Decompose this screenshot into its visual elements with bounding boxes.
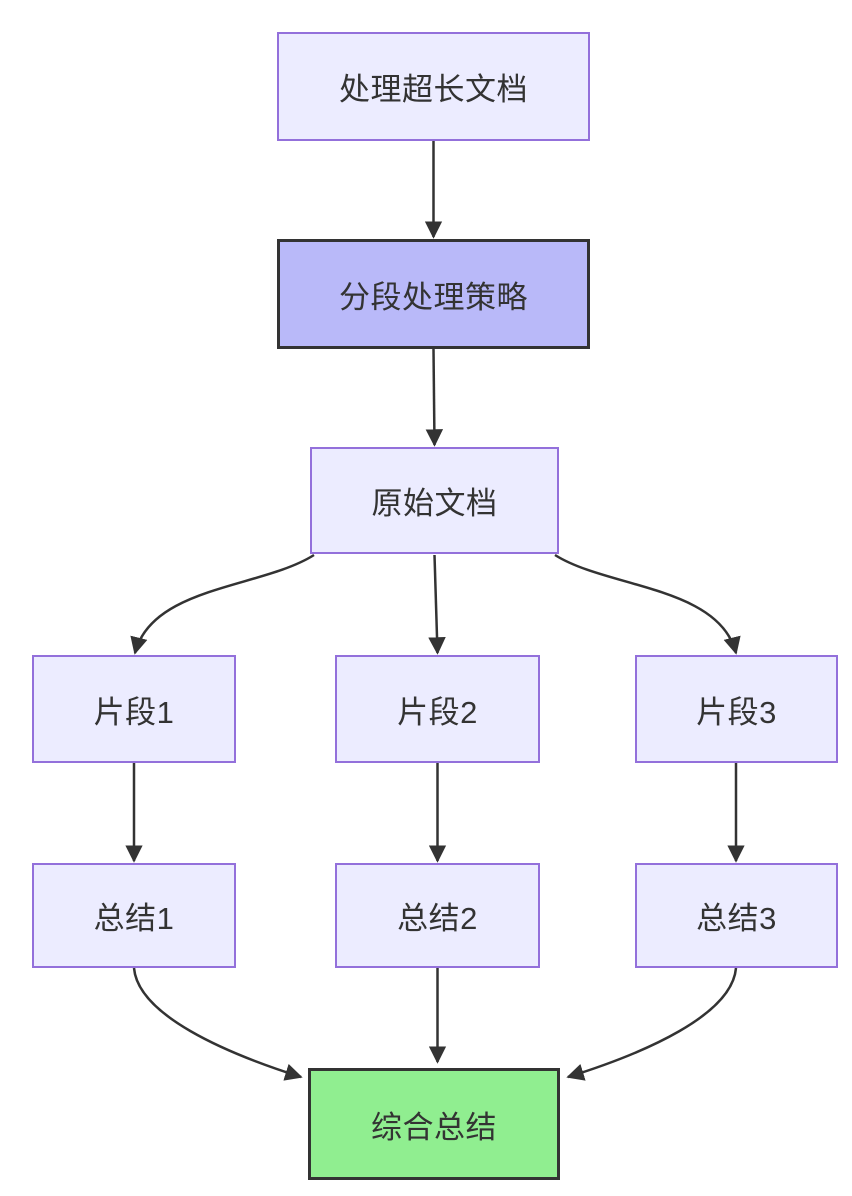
node-frag1: 片段1 — [32, 655, 236, 763]
node-sum2: 总结2 — [335, 863, 540, 968]
node-task: 处理超长文档 — [277, 32, 590, 141]
node-final-label: 综合总结 — [371, 1109, 497, 1145]
node-doc: 原始文档 — [310, 447, 559, 554]
node-frag1-label: 片段1 — [93, 694, 175, 730]
node-frag3-label: 片段3 — [696, 694, 777, 730]
node-sum3-label: 总结3 — [696, 901, 777, 936]
node-sum3: 总结3 — [635, 863, 838, 968]
edge-strategy-doc — [425, 348, 444, 447]
node-strategy-label: 分段处理策略 — [339, 279, 528, 315]
node-strategy: 分段处理策略 — [277, 239, 590, 349]
node-sum2-label: 总结2 — [397, 901, 478, 936]
edge-sum1-final — [132, 967, 303, 1081]
node-frag2: 片段2 — [335, 655, 540, 763]
edge-doc-frag1 — [130, 553, 315, 655]
edge-doc-frag2 — [428, 554, 446, 655]
node-sum1: 总结1 — [32, 863, 236, 968]
edge-doc-frag3 — [554, 553, 741, 655]
node-final: 综合总结 — [308, 1068, 560, 1180]
node-frag3: 片段3 — [635, 655, 838, 763]
edge-sum3-final — [566, 967, 738, 1081]
node-sum1-label: 总结1 — [93, 901, 175, 936]
node-doc-label: 原始文档 — [371, 486, 498, 521]
node-task-label: 处理超长文档 — [339, 72, 528, 107]
node-frag2-label: 片段2 — [397, 694, 478, 730]
